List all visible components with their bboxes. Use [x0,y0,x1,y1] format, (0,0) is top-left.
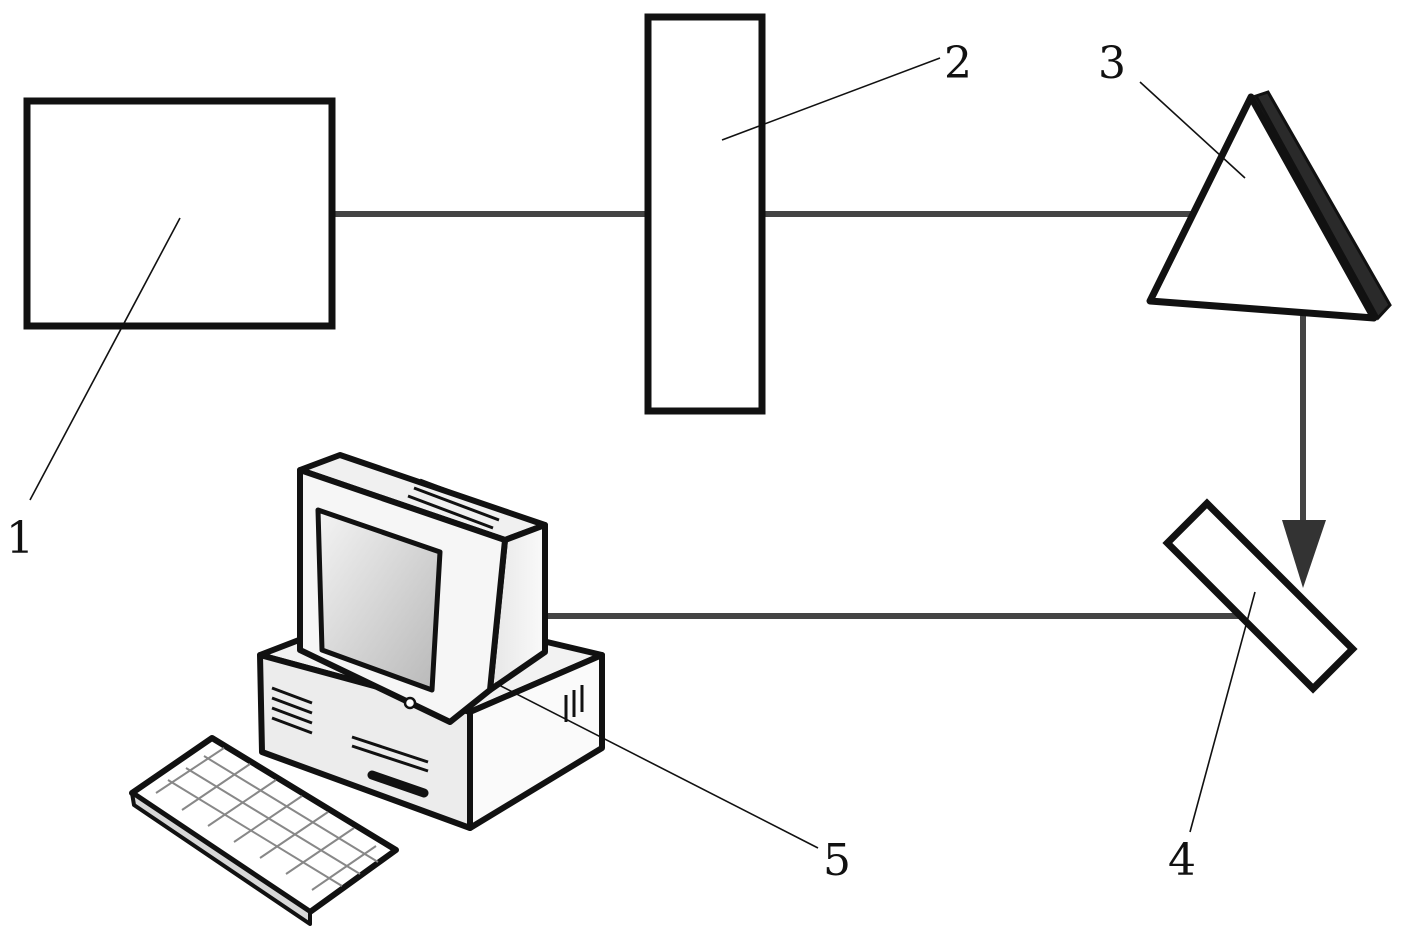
prism-reflector [1146,90,1392,322]
monitor-top-vents [407,478,506,530]
computer-base-vents [271,686,313,735]
monitor-power-button [403,696,417,710]
label-1: 1 [6,513,34,564]
laser-source-box [23,97,336,330]
lens-plate [644,13,766,415]
leader-2 [721,57,941,141]
label-3: 3 [1098,38,1126,89]
prism-mirror-strip [1253,90,1392,321]
keyboard-icon [129,735,399,926]
leader-5 [494,682,819,849]
label-2: 2 [944,38,972,89]
keyboard-keys [155,747,379,891]
leader-1 [29,217,181,501]
leader-lines [29,57,1256,849]
computer-base-side [467,652,605,831]
leader-4 [1189,591,1256,833]
computer-drive-slot [351,735,429,798]
keyboard-front-edge [130,791,312,926]
computer-side-vents [564,685,584,722]
desktop-computer-icon [257,452,605,831]
monitor-screen [315,507,443,693]
detector-plate [1162,498,1358,694]
leader-3 [1139,81,1246,179]
label-5: 5 [823,835,851,886]
label-4: 4 [1168,835,1196,886]
prism-body [1146,93,1378,322]
beam-arrowhead-down [1282,520,1326,588]
